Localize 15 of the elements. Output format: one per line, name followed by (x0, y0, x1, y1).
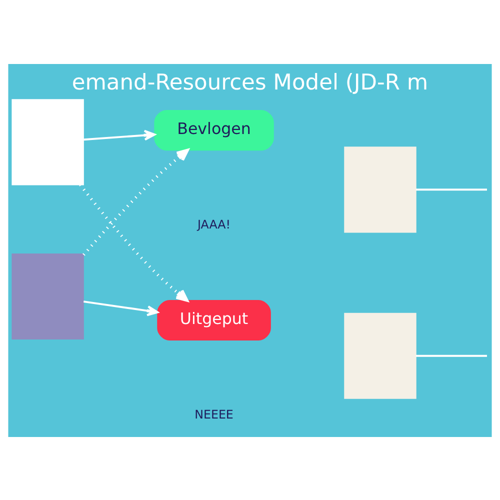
arrow (82, 148, 189, 256)
node-box (12, 98, 84, 185)
arrow (79, 183, 188, 302)
node-box (12, 252, 84, 340)
arrow (84, 129, 156, 140)
connector (416, 354, 487, 356)
node-box (344, 312, 416, 398)
label: NEEEE (194, 406, 234, 421)
node-box: Bevlogen (154, 110, 274, 150)
diagram-title: emand-Resources Model (JD-R m (72, 70, 428, 95)
node-box: Uitgeput (157, 299, 271, 340)
connector (416, 188, 487, 190)
arrow (83, 300, 159, 316)
label: JAAA! (198, 216, 231, 231)
node-box (344, 146, 416, 232)
